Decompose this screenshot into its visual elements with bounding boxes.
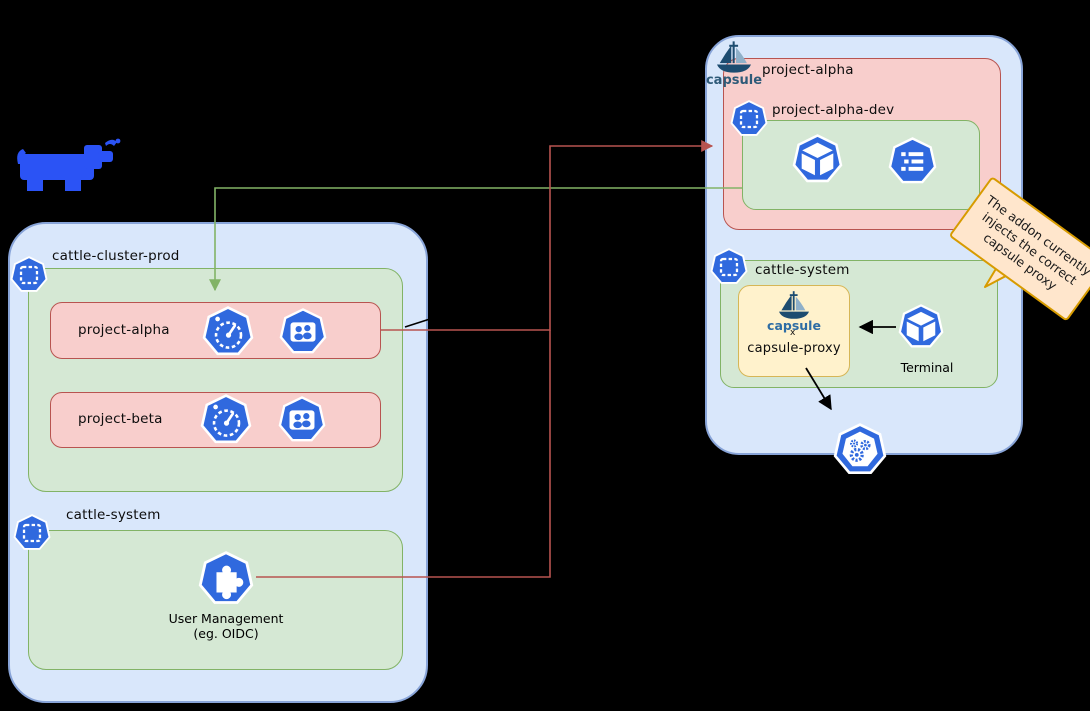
arrow-red-project-alpha-to-capsule: [381, 140, 714, 331]
right-cattle-system-label: cattle-system: [755, 262, 850, 278]
capsule-proxy-logo-text: capsule: [767, 318, 821, 333]
namespace-icon: [730, 100, 768, 136]
user-management-line1: User Management: [168, 611, 284, 626]
namespace-icon: [10, 256, 48, 292]
terminal-label: Terminal: [900, 360, 954, 375]
capsule-proxy-label: capsule-proxy: [747, 341, 841, 356]
user-management-line2: (eg. OIDC): [193, 626, 259, 641]
capsule-proxy-ship-icon: [779, 291, 809, 319]
project-beta-label: project-beta: [78, 411, 163, 427]
user-management-label: User Management (eg. OIDC): [141, 611, 311, 641]
pod-cube-icon: [792, 134, 843, 183]
left-cattle-system-label: cattle-system: [66, 507, 161, 523]
right-project-alpha-label: project-alpha: [762, 62, 854, 78]
limits-gauge-icon: [202, 306, 254, 356]
project-alpha-dev-label: project-alpha-dev: [772, 102, 895, 118]
left-cluster-label: cattle-cluster-prod: [52, 248, 180, 264]
capsule-logo-icon: [717, 41, 751, 73]
control-plane-gears-icon: [833, 423, 887, 475]
users-group-icon: [279, 308, 327, 354]
project-alpha-dev-box: [742, 120, 980, 210]
capsule-logo-text: capsule: [705, 73, 763, 88]
namespace-icon: [13, 514, 51, 550]
resource-quota-list-icon: [888, 137, 937, 184]
terminal-pod-icon: [898, 304, 944, 348]
rancher-logo-icon: [17, 138, 121, 191]
limits-gauge-icon: [200, 394, 252, 444]
project-alpha-label: project-alpha: [78, 322, 170, 338]
capsule-proxy-logo-x: x: [790, 328, 796, 338]
namespace-icon: [710, 248, 748, 284]
puzzle-piece-icon: [198, 551, 254, 604]
users-group-icon: [278, 396, 326, 442]
